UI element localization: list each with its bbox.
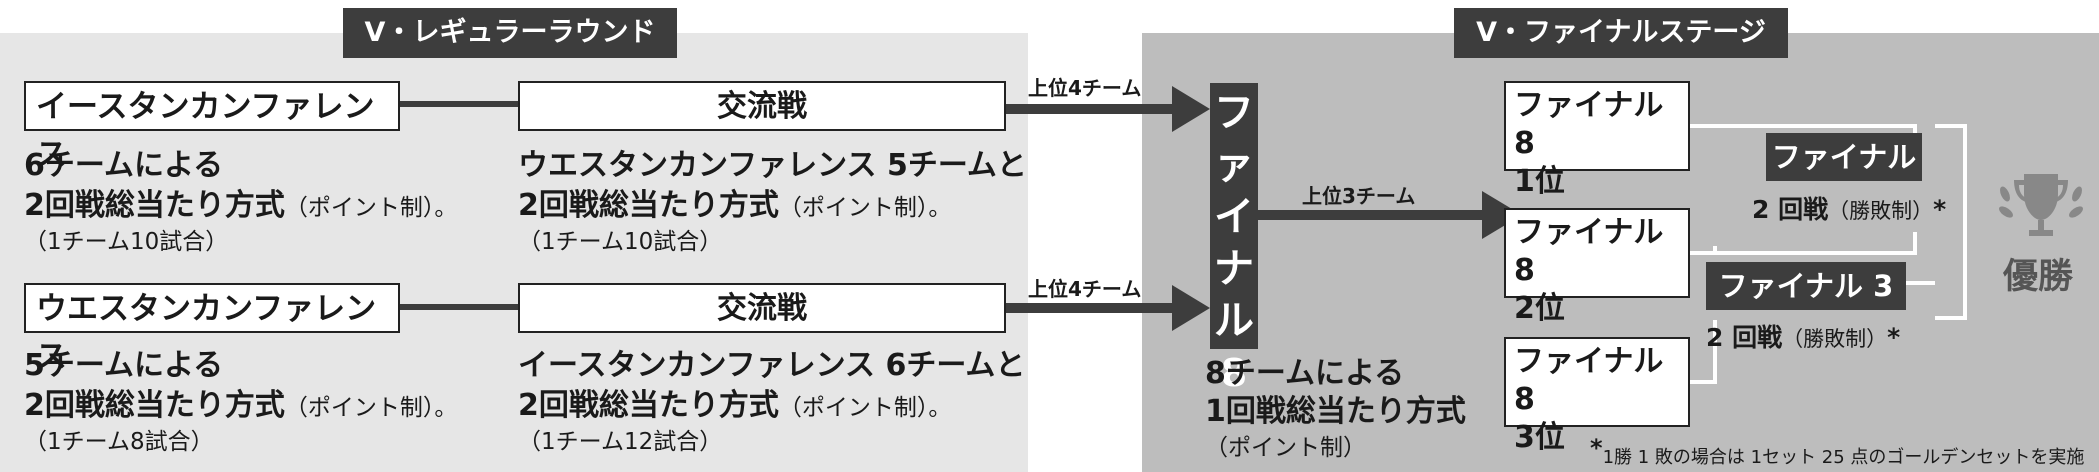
advance-top-label: 上位4チーム (1028, 76, 1142, 100)
west-conference-box: ウエスタンカンファレンス (24, 283, 400, 375)
rank-box-1st: ファイナル 8 1位 (1504, 81, 1690, 199)
final8-desc-line2: 1回戦総当たり方式 (1205, 394, 1466, 429)
interleague-top-desc-line2: 2回戦総当たり方式（ポイント制）。 (518, 188, 952, 223)
final8-box: フ ァ イ ナ ル 8 (1210, 83, 1258, 395)
final-stage-title: V・ファイナルステージ (1454, 8, 1788, 58)
final8-char: ナ (1214, 246, 1254, 292)
rank-2nd-line1: ファイナル 8 (1514, 215, 1664, 288)
final-match: 2 回戦（勝敗制）* (1752, 195, 1947, 224)
arrow-top-shaft (1004, 104, 1174, 114)
rank-1st-line1: ファイナル 8 (1514, 88, 1664, 161)
rank-1st-line2: 1位 (1514, 164, 1565, 199)
final8-char: フ (1214, 90, 1254, 136)
east-desc-line2: 2回戦総当たり方式（ポイント制）。 (24, 188, 458, 223)
interleague-top-desc-line1: ウエスタンカンファレンス 5チームと (518, 148, 1027, 183)
trophy-icon (1999, 174, 2083, 236)
rank-box-3rd: ファイナル 8 3位 (1504, 337, 1690, 455)
east-desc-line3: （1チーム10試合） (24, 229, 229, 255)
interleague-bottom-desc-line1: イースタンカンファレンス 6チームと (518, 348, 1026, 383)
east-conference-box: イースタンカンファレンス (24, 81, 400, 173)
arrow-bottom-head (1172, 285, 1210, 331)
west-desc-line1: 5チームによる (24, 348, 224, 383)
final8-desc-line1: 8チームによる (1205, 356, 1405, 391)
interleague-bottom-desc-line2: 2回戦総当たり方式（ポイント制）。 (518, 388, 952, 423)
final3-match: 2 回戦（勝敗制）* (1706, 323, 1901, 352)
advance-bottom-label: 上位4チーム (1028, 277, 1142, 301)
regular-round-title: V・レギュラーラウンド (343, 8, 677, 58)
interleague-top-box: 交流戦 (518, 81, 1006, 131)
final8-char: ル (1214, 298, 1254, 344)
final3-tag: ファイナル 3 (1706, 262, 1906, 310)
final8-desc-line3: （ポイント制） (1205, 435, 1366, 461)
interleague-top-desc-line3: （1チーム10試合） (518, 229, 723, 255)
final8-char: 8 (1220, 351, 1248, 395)
advance-final-label: 上位3チーム (1302, 184, 1416, 208)
east-desc-line1: 6チームによる (24, 148, 224, 183)
arrow-top-head (1172, 86, 1210, 132)
rank-2nd-line2: 2位 (1514, 291, 1565, 326)
arrow-mid-head (1482, 191, 1522, 239)
arrow-mid-shaft (1258, 210, 1484, 220)
winner-label: 優勝 (2003, 257, 2074, 297)
final8-char: ァ (1214, 142, 1254, 188)
west-desc-line2: 2回戦総当たり方式（ポイント制）。 (24, 388, 458, 423)
interleague-bottom-desc-line3: （1チーム12試合） (518, 429, 723, 455)
rank-box-2nd: ファイナル 8 2位 (1504, 208, 1690, 326)
rank-3rd-line1: ファイナル 8 (1514, 344, 1664, 417)
final8-char: イ (1214, 194, 1254, 240)
west-desc-line3: （1チーム8試合） (24, 429, 214, 455)
final-tag: ファイナル (1766, 133, 1922, 181)
interleague-bottom-box: 交流戦 (518, 283, 1006, 333)
arrow-bottom-shaft (1004, 303, 1174, 313)
footnote: *1勝 1 敗の場合は 1セット 25 点のゴールデンセットを実施 (1590, 434, 2085, 468)
rank-3rd-line2: 3位 (1514, 420, 1565, 455)
